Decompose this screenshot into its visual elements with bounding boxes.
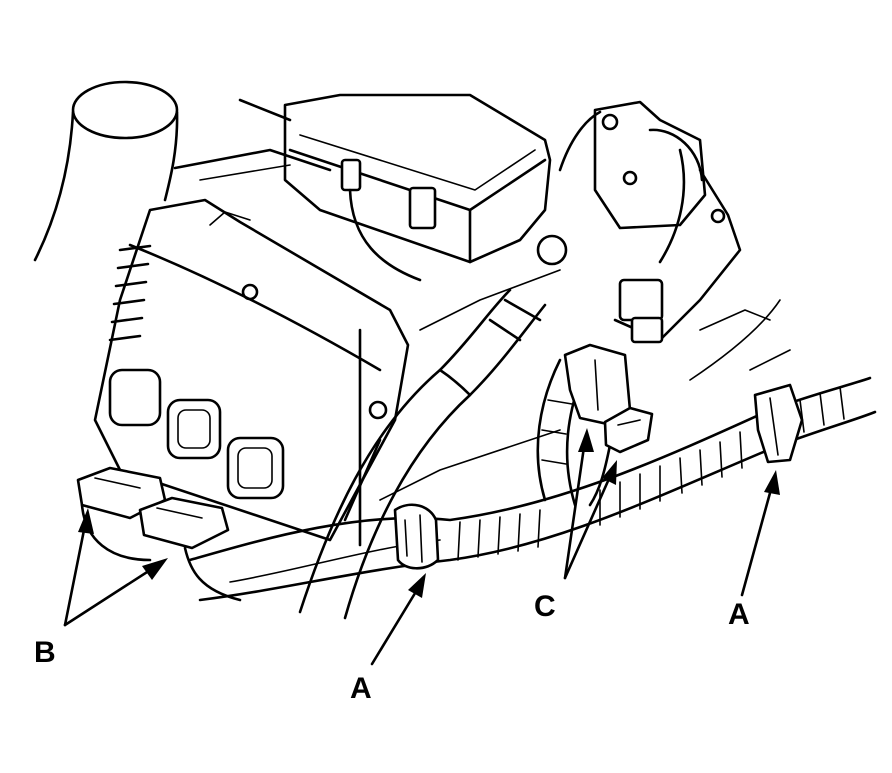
callout-label-a-right: A	[728, 598, 750, 631]
ecm-sockets	[108, 368, 285, 500]
ecm-unit	[93, 198, 410, 547]
main-wire-harness	[188, 376, 877, 602]
ecm-cooling-fins	[108, 244, 152, 342]
throttle-body	[558, 100, 742, 344]
harness-clip-a-right	[753, 383, 804, 464]
callout-arrow-b1	[63, 508, 94, 627]
manifold-outline	[379, 234, 791, 501]
callout-arrow-a-right	[740, 470, 780, 597]
sensor-connector-c2	[603, 406, 654, 454]
harness-ribbing	[457, 386, 845, 561]
callout-label-c: C	[534, 590, 556, 623]
callout-arrow-a-left	[370, 573, 426, 666]
fuse-box	[173, 93, 552, 282]
callout-label-a-left: A	[350, 672, 372, 705]
harness-clip-a-left	[393, 503, 440, 570]
ecm-connector-b1	[76, 466, 167, 562]
intake-duct	[33, 80, 179, 262]
callout-label-b: B	[34, 636, 56, 669]
callout-arrow-c2	[563, 460, 617, 580]
coolant-hose	[298, 288, 547, 620]
callout-arrow-b2	[63, 558, 168, 627]
callout-arrow-c1	[563, 428, 594, 580]
